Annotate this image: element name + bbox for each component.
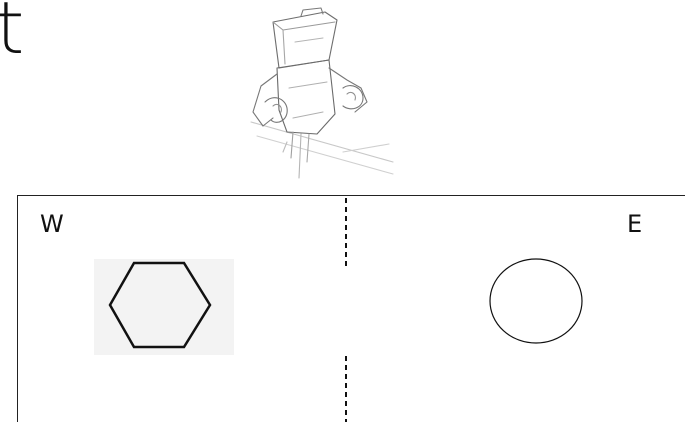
circle-shape <box>486 256 586 346</box>
header-glyph: t <box>0 0 24 64</box>
robot-figure-icon <box>243 2 398 180</box>
center-divider-bottom <box>340 354 352 422</box>
east-label: E <box>627 212 642 236</box>
hexagon-shape <box>94 259 234 355</box>
hexagon-tile <box>94 259 234 355</box>
west-label: W <box>40 212 64 236</box>
center-divider-top <box>340 196 352 268</box>
